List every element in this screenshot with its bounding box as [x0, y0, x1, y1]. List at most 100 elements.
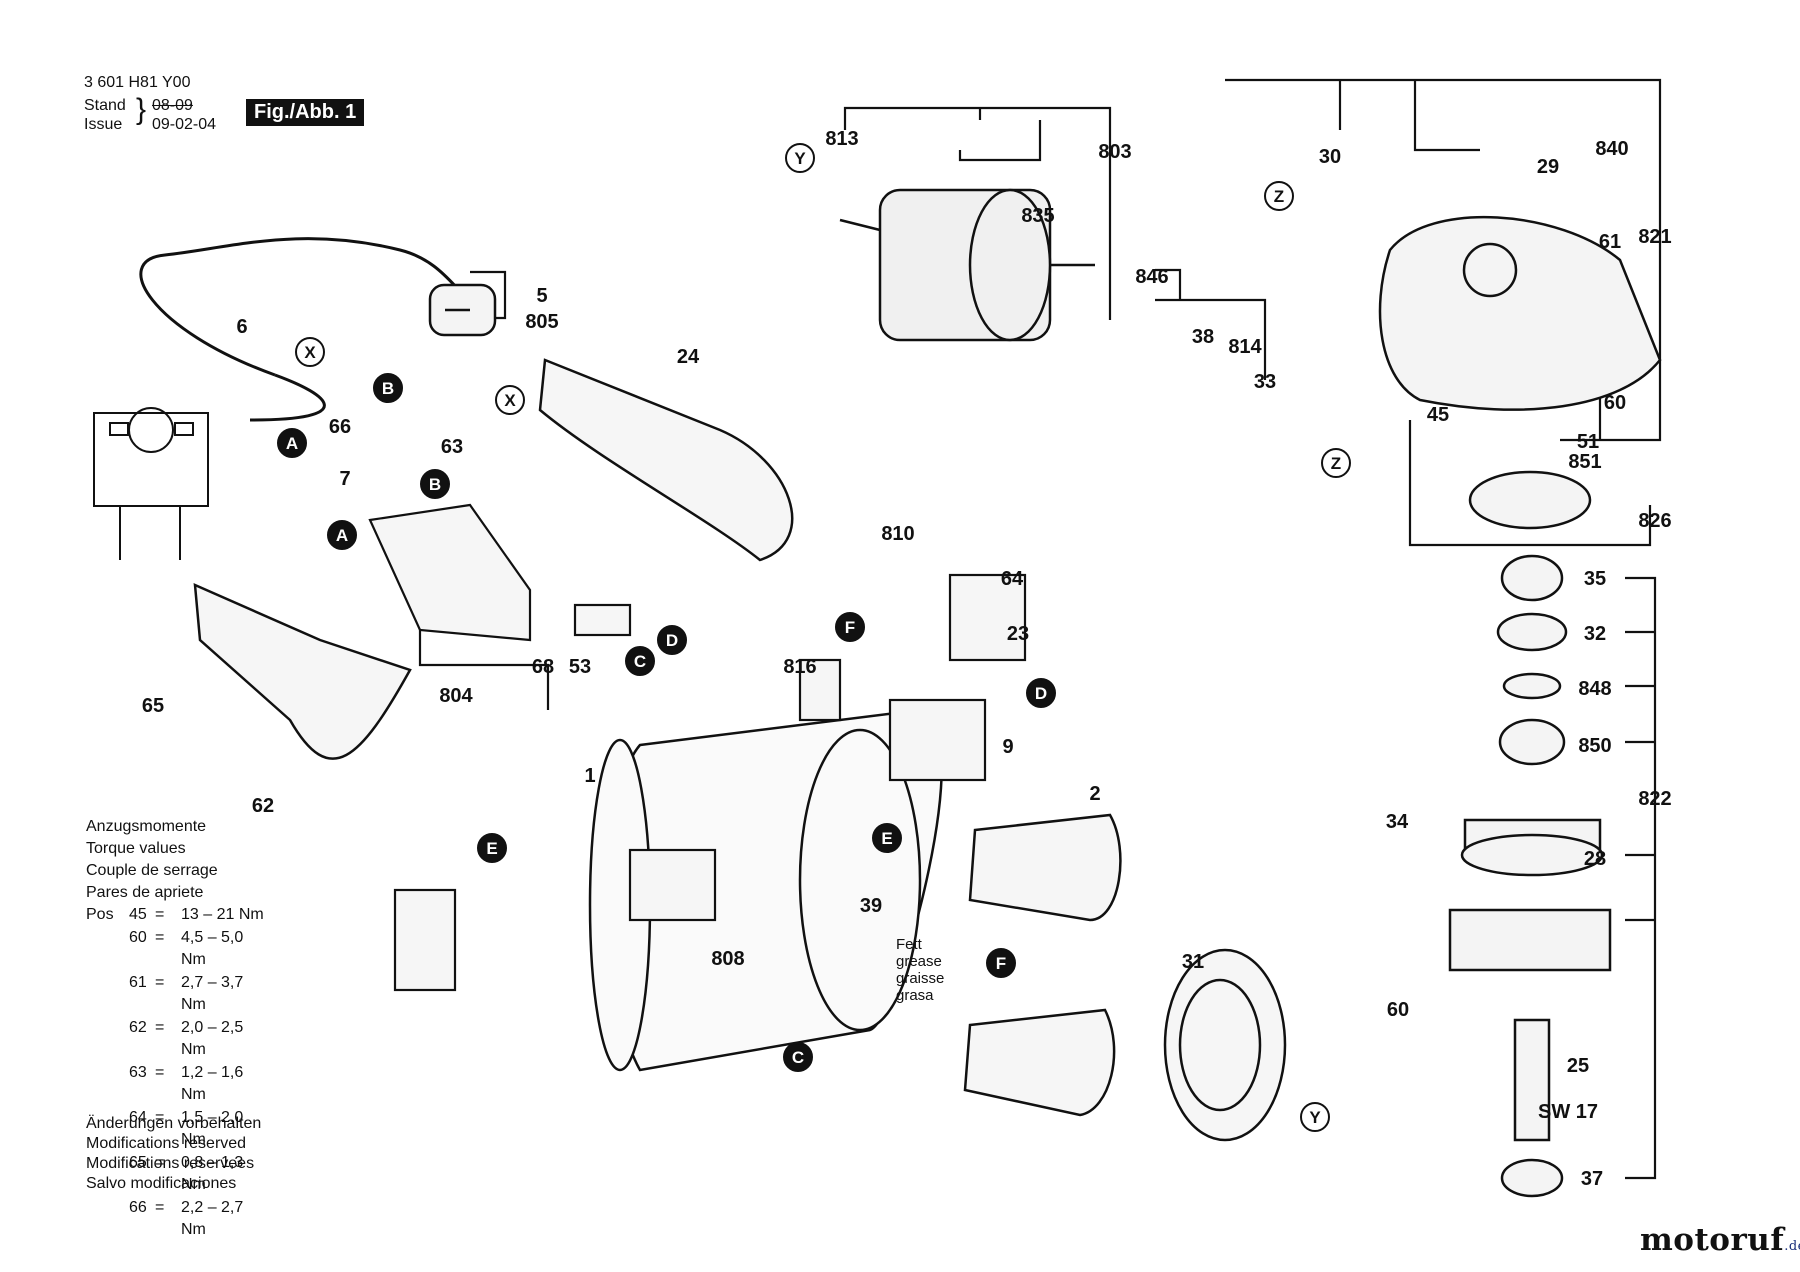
doc-number: 3 601 H81 Y00 — [84, 74, 191, 91]
torque-pos: 64 — [129, 1108, 147, 1126]
torque-pos: 62 — [129, 1018, 147, 1036]
grease-en: grease — [896, 953, 942, 970]
part-label: 64 — [1001, 568, 1024, 590]
note-fr: Modifications reservees — [86, 1155, 255, 1172]
svg-text:A: A — [336, 526, 348, 545]
svg-text:Z: Z — [1274, 187, 1284, 206]
torque-value: 13 – 21 Nm — [181, 906, 264, 923]
note-en: Modifications reserved — [86, 1135, 247, 1152]
motor-housing — [588, 708, 943, 1072]
torque-pos: 60 — [129, 928, 147, 946]
end-shield — [1163, 948, 1287, 1142]
part-label: 37 — [1581, 1168, 1603, 1190]
torque-value: 2,0 – 2,5 Nm — [181, 1018, 244, 1059]
connector-marker-e: E — [477, 833, 507, 863]
bracket-lines — [418, 78, 1662, 1180]
handle-24 — [193, 358, 794, 760]
brand-logo[interactable]: motoruf.de — [1640, 1222, 1800, 1258]
connector-marker-x: X — [295, 337, 325, 367]
grease-note: Fett grease graisse grasa — [896, 936, 944, 1004]
part-label: 813 — [825, 128, 858, 150]
part-label: 840 — [1595, 138, 1628, 160]
part-label: SW 17 — [1538, 1101, 1598, 1123]
part-label: 848 — [1578, 678, 1611, 700]
connector-marker-b: B — [420, 469, 450, 499]
part-label: 66 — [329, 416, 351, 438]
connector-marker-d: D — [657, 625, 687, 655]
grease-de: Fett — [896, 936, 922, 953]
torque-value: 1,2 – 1,6 Nm — [181, 1063, 244, 1104]
connector-marker-b: B — [373, 373, 403, 403]
torque-row: 66=2,2 – 2,7 Nm — [86, 1197, 271, 1242]
torque-pos: 65 — [129, 1153, 147, 1171]
svg-text:Z: Z — [1331, 454, 1341, 473]
part-label: 38 — [1192, 326, 1214, 348]
svg-text:Y: Y — [794, 149, 806, 168]
wiring-schematic — [93, 407, 209, 560]
torque-pos-label: Pos — [86, 906, 114, 923]
torque-pos: 45 — [129, 906, 147, 923]
svg-text:D: D — [1035, 684, 1047, 703]
torque-value: 4,5 – 5,0 Nm — [181, 928, 244, 969]
torque-value: 2,7 – 3,7 Nm — [181, 973, 244, 1014]
svg-text:X: X — [504, 391, 516, 410]
part-label: 821 — [1638, 226, 1671, 248]
part-label: 61 — [1599, 231, 1621, 253]
issue-label-text: Issue — [84, 116, 123, 133]
torque-pos: 61 — [129, 973, 147, 991]
torque-title-de: Anzugsmomente — [86, 818, 207, 835]
part-label: 9 — [1002, 736, 1013, 758]
svg-text:E: E — [486, 839, 497, 858]
plug — [428, 283, 497, 337]
part-label: 804 — [439, 685, 473, 707]
connector-marker-z: Z — [1264, 181, 1294, 211]
stand-value: 08-09 — [152, 97, 193, 115]
part-label: 65 — [142, 695, 164, 717]
svg-text:E: E — [881, 829, 892, 848]
part-label: 808 — [711, 948, 744, 970]
svg-text:B: B — [382, 379, 394, 398]
torque-pos: 66 — [129, 1198, 147, 1216]
armature — [839, 188, 1095, 342]
svg-text:D: D — [666, 631, 678, 650]
figure-label: Fig./Abb. 1 — [246, 99, 365, 126]
torque-row: 61=2,7 – 3,7 Nm — [86, 972, 271, 1017]
torque-block: Anzugsmomente Torque values Couple de se… — [86, 816, 271, 1242]
part-label: 5 — [536, 285, 547, 307]
part-label: 851 — [1568, 451, 1601, 473]
part-label: 33 — [1254, 371, 1276, 393]
part-label: 60 — [1387, 999, 1409, 1021]
connector-marker-a: A — [327, 520, 357, 550]
part-label: 31 — [1182, 951, 1204, 973]
part-label: 51 — [1577, 431, 1599, 453]
torque-eq: = — [155, 1108, 165, 1126]
torque-pos-label — [86, 1062, 129, 1107]
connector-marker-z: Z — [1321, 448, 1351, 478]
torque-eq: = — [155, 1018, 165, 1036]
part-label: 60 — [1604, 392, 1626, 414]
connector-marker-a: A — [277, 428, 307, 458]
torque-row: 65=0,8 – 1,3 Nm — [86, 1152, 271, 1197]
torque-pos-label — [86, 972, 129, 1017]
field-coils — [963, 813, 1122, 1117]
svg-text:A: A — [286, 434, 298, 453]
brand-suffix: .de — [1784, 1239, 1800, 1254]
issue-label: Issue — [84, 116, 122, 134]
part-label: 6 — [236, 316, 247, 338]
part-label: 810 — [881, 523, 914, 545]
part-label: 34 — [1386, 811, 1409, 833]
brace: } — [136, 93, 147, 126]
torque-pos-label — [86, 1197, 129, 1242]
part-label: 45 — [1427, 404, 1449, 426]
part-label: 25 — [1567, 1055, 1589, 1077]
part-label: 7 — [339, 468, 350, 490]
part-label: 29 — [1537, 156, 1559, 178]
part-label: 23 — [1007, 623, 1029, 645]
torque-row: 62 = 2,0 – 2,5 Nm — [86, 1017, 271, 1062]
torque-title-es: Pares de apriete — [86, 884, 204, 901]
part-label: 803 — [1098, 141, 1131, 163]
torque-pos: 63 — [129, 1063, 147, 1081]
connector-marker-f: F — [835, 612, 865, 642]
connector-marker-y: Y — [785, 143, 815, 173]
